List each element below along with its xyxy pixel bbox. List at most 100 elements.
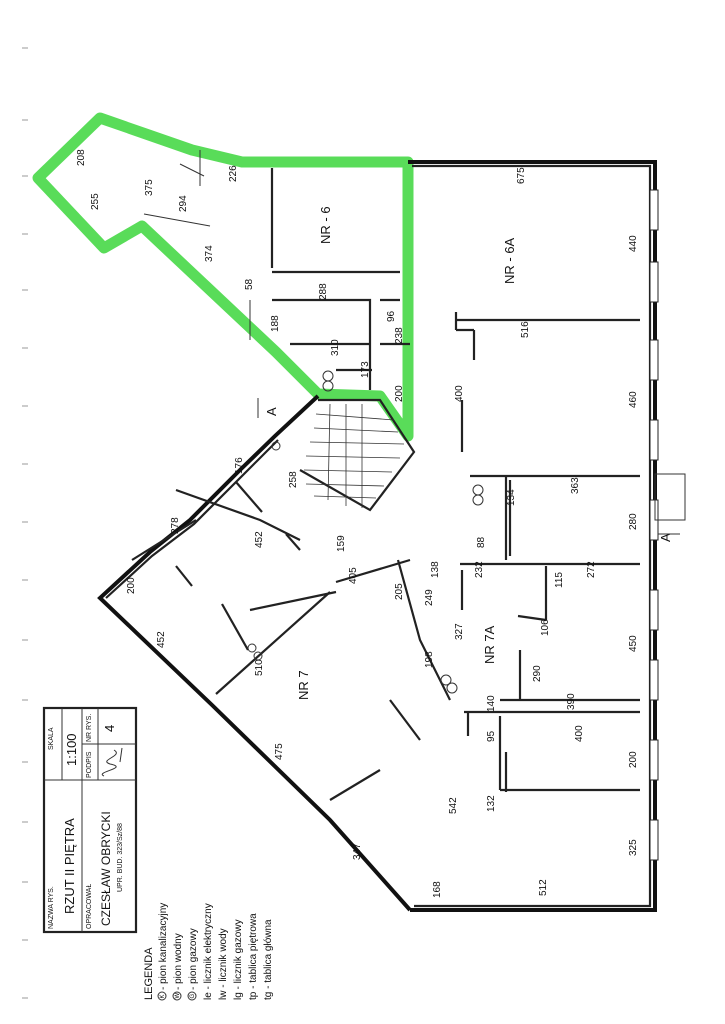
nr7-walls: [131, 481, 451, 801]
dim-label: 405: [348, 567, 359, 584]
dim-label: 115: [554, 572, 565, 588]
legend-item-label: le - licznik elektryczny: [203, 903, 214, 1000]
room-nr7: NR 7: [296, 670, 311, 700]
legend-item-label: tg - tablica główna: [263, 919, 274, 1000]
drawing-name: RZUT II PIĘTRA: [62, 818, 77, 914]
dim-label: 452: [254, 531, 265, 548]
dim-label: 88: [476, 536, 487, 548]
legend-item: K - pion kanalizacyjny: [157, 903, 169, 1001]
dim-label: 200: [126, 577, 137, 594]
room-labels: NR - 6 NR - 6A NR 7 NR 7A: [296, 206, 517, 700]
dim-label: 106: [540, 619, 551, 636]
nr7a-walls: [460, 562, 640, 792]
dimension-labels: 208 255 375 294 226 374 58 188 288 96 31…: [76, 149, 639, 898]
legend-item-label: tp - tablica piętrowa: [248, 913, 259, 1000]
dim-label: 542: [448, 797, 459, 814]
license-number: UPR. BUD. 323/Sz/88: [117, 823, 124, 892]
room-nr6: NR - 6: [318, 206, 333, 244]
binder-marks: [22, 47, 28, 999]
legend-item-label: - pion gazowy: [188, 928, 199, 990]
dim-label: 374: [204, 245, 215, 262]
dim-label: 440: [628, 235, 639, 252]
sheet-number: 4: [102, 725, 117, 732]
legend-symbol-k: K: [160, 994, 166, 998]
prepared-label: OPRACOWAŁ: [86, 884, 93, 929]
dim-label: 173: [360, 361, 371, 378]
dim-label: 272: [586, 561, 597, 578]
scale-value: 1:100: [64, 733, 79, 766]
dim-label: 96: [386, 310, 397, 322]
dim-label: 290: [532, 665, 543, 682]
dim-label: 208: [76, 149, 87, 166]
dim-label: 390: [566, 693, 577, 710]
title-block: NAZWA RYS. RZUT II PIĘTRA SKALA 1:100 OP…: [42, 706, 138, 934]
dim-label: 400: [454, 385, 465, 402]
dim-label: 168: [432, 881, 443, 898]
dim-label: 310: [330, 339, 341, 356]
dim-label: 278: [170, 517, 181, 534]
dim-label: 675: [516, 167, 527, 184]
riser-symbols: [247, 370, 484, 694]
dim-label: 95: [486, 730, 497, 742]
dim-label: 325: [628, 839, 639, 856]
dim-label: 188: [270, 315, 281, 332]
dim-label: 200: [628, 751, 639, 768]
dim-label: 475: [274, 743, 285, 760]
dim-label: 363: [570, 477, 581, 494]
dim-label: 450: [628, 635, 639, 652]
legend-item: W - pion wodny: [172, 933, 184, 1001]
dim-label: 249: [424, 589, 435, 606]
dim-label: 255: [90, 193, 101, 210]
section-marker-a-left: A: [264, 407, 279, 416]
dim-label: 238: [394, 327, 405, 344]
sheet-label: NR RYS.: [86, 714, 93, 742]
dim-label: 232: [474, 561, 485, 578]
dim-label: 516: [520, 321, 531, 338]
dim-label: 327: [454, 623, 465, 640]
signature: [101, 747, 123, 777]
outer-walls: [97, 160, 657, 912]
drawing-name-label: NAZWA RYS.: [48, 886, 55, 929]
dim-label: 510: [254, 659, 265, 676]
dim-label: 176: [234, 457, 245, 474]
legend-item-label: lw - licznik wody: [218, 928, 229, 1000]
legend-symbol-w: W: [175, 993, 181, 999]
legend-item-label: - pion kanalizacyjny: [158, 903, 169, 990]
dim-label: 375: [144, 179, 155, 196]
section-marker-a-right: A: [658, 533, 673, 542]
dim-label: 512: [538, 879, 549, 896]
dim-label: 460: [628, 391, 639, 408]
dim-label: 159: [336, 535, 347, 552]
nr6a-walls: [454, 312, 640, 560]
staircase: [299, 398, 416, 512]
room-nr6a: NR - 6A: [502, 237, 517, 284]
dim-label: 294: [178, 195, 189, 212]
dim-label: 400: [574, 725, 585, 742]
dim-label: 452: [156, 631, 167, 648]
legend: LEGENDA K - pion kanalizacyjny W - pion …: [143, 903, 274, 1001]
legend-item: G - pion gazowy: [187, 928, 199, 1001]
dim-label: 200: [394, 385, 405, 402]
dim-label: 58: [244, 278, 255, 290]
dim-label: 140: [486, 695, 497, 712]
legend-title: LEGENDA: [143, 947, 155, 1000]
nr6-walls: [143, 150, 410, 390]
author-name: CZESŁAW OBRYCKI: [99, 811, 113, 926]
section-markers: A A: [257, 398, 680, 542]
legend-symbol-g: G: [190, 994, 196, 999]
dim-label: 258: [288, 471, 299, 488]
dim-label: 132: [486, 795, 497, 812]
dim-label: 198: [424, 651, 435, 668]
dim-label: 280: [628, 513, 639, 530]
dim-label: 288: [318, 283, 329, 300]
room-nr7a: NR 7A: [482, 625, 497, 664]
dim-label: 138: [430, 561, 441, 578]
signature-label: PODPIS: [86, 751, 93, 778]
dim-label: 205: [394, 583, 405, 600]
legend-item-label: - pion wodny: [173, 933, 184, 990]
legend-item-label: lg - licznik gazowy: [233, 919, 244, 1000]
dim-label: 226: [228, 165, 239, 182]
dim-label: 347: [352, 843, 363, 860]
dim-label: 134: [506, 489, 517, 506]
